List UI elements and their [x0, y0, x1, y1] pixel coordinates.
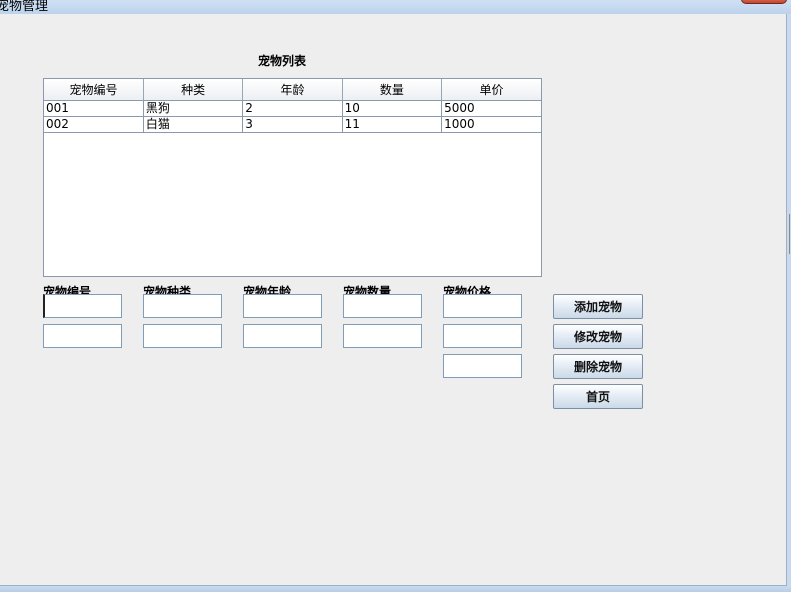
edit-pet-type-input[interactable]: [143, 324, 222, 348]
pet-type-input[interactable]: [143, 294, 222, 318]
pet-age-input[interactable]: [243, 294, 322, 318]
title-bar[interactable]: 宠物管理: [0, 0, 791, 14]
column-header-count[interactable]: 数量: [342, 79, 443, 101]
close-button[interactable]: [741, 0, 787, 4]
column-header-type[interactable]: 种类: [143, 79, 244, 101]
cell-age[interactable]: 3: [242, 116, 343, 133]
window-title: 宠物管理: [0, 0, 49, 14]
cell-count[interactable]: 11: [342, 116, 443, 133]
window-frame-bottom: [0, 586, 791, 592]
cell-id[interactable]: 001: [44, 100, 144, 117]
pet-count-input[interactable]: [343, 294, 422, 318]
column-header-id[interactable]: 宠物编号: [44, 79, 144, 101]
column-header-price[interactable]: 单价: [441, 79, 541, 101]
home-button[interactable]: 首页: [553, 384, 643, 409]
table-row[interactable]: 001 黑狗 2 10 5000: [44, 100, 541, 117]
table-header-row: 宠物编号 种类 年龄 数量 单价: [44, 79, 541, 101]
edit-pet-count-input[interactable]: [343, 324, 422, 348]
pet-table[interactable]: 宠物编号 种类 年龄 数量 单价 001 黑狗 2 10 5000 002 白猫: [43, 78, 542, 277]
edit-pet-price-input[interactable]: [443, 324, 522, 348]
delete-pet-button[interactable]: 删除宠物: [553, 354, 643, 379]
edit-pet-age-input[interactable]: [243, 324, 322, 348]
column-header-age[interactable]: 年龄: [242, 79, 343, 101]
cell-type[interactable]: 白猫: [143, 116, 244, 133]
table-row[interactable]: 002 白猫 3 11 1000: [44, 116, 541, 133]
cell-count[interactable]: 10: [342, 100, 443, 117]
cell-price[interactable]: 1000: [441, 116, 541, 133]
cell-id[interactable]: 002: [44, 116, 144, 133]
cell-price[interactable]: 5000: [441, 100, 541, 117]
delete-pet-id-input[interactable]: [443, 354, 522, 378]
edit-pet-button[interactable]: 修改宠物: [553, 324, 643, 349]
cell-type[interactable]: 黑狗: [143, 100, 244, 117]
pet-id-input[interactable]: [43, 294, 122, 318]
add-pet-button[interactable]: 添加宠物: [553, 294, 643, 319]
pet-grid: 宠物编号 种类 年龄 数量 单价 001 黑狗 2 10 5000 002 白猫: [44, 79, 541, 133]
cell-age[interactable]: 2: [242, 100, 343, 117]
pet-list-title: 宠物列表: [258, 54, 307, 68]
pet-price-input[interactable]: [443, 294, 522, 318]
client-area: 宠物列表 宠物编号 种类 年龄 数量 单价 001 黑狗 2 10 5000: [0, 14, 787, 586]
window-frame-right: [787, 14, 791, 586]
edit-pet-id-input[interactable]: [43, 324, 122, 348]
